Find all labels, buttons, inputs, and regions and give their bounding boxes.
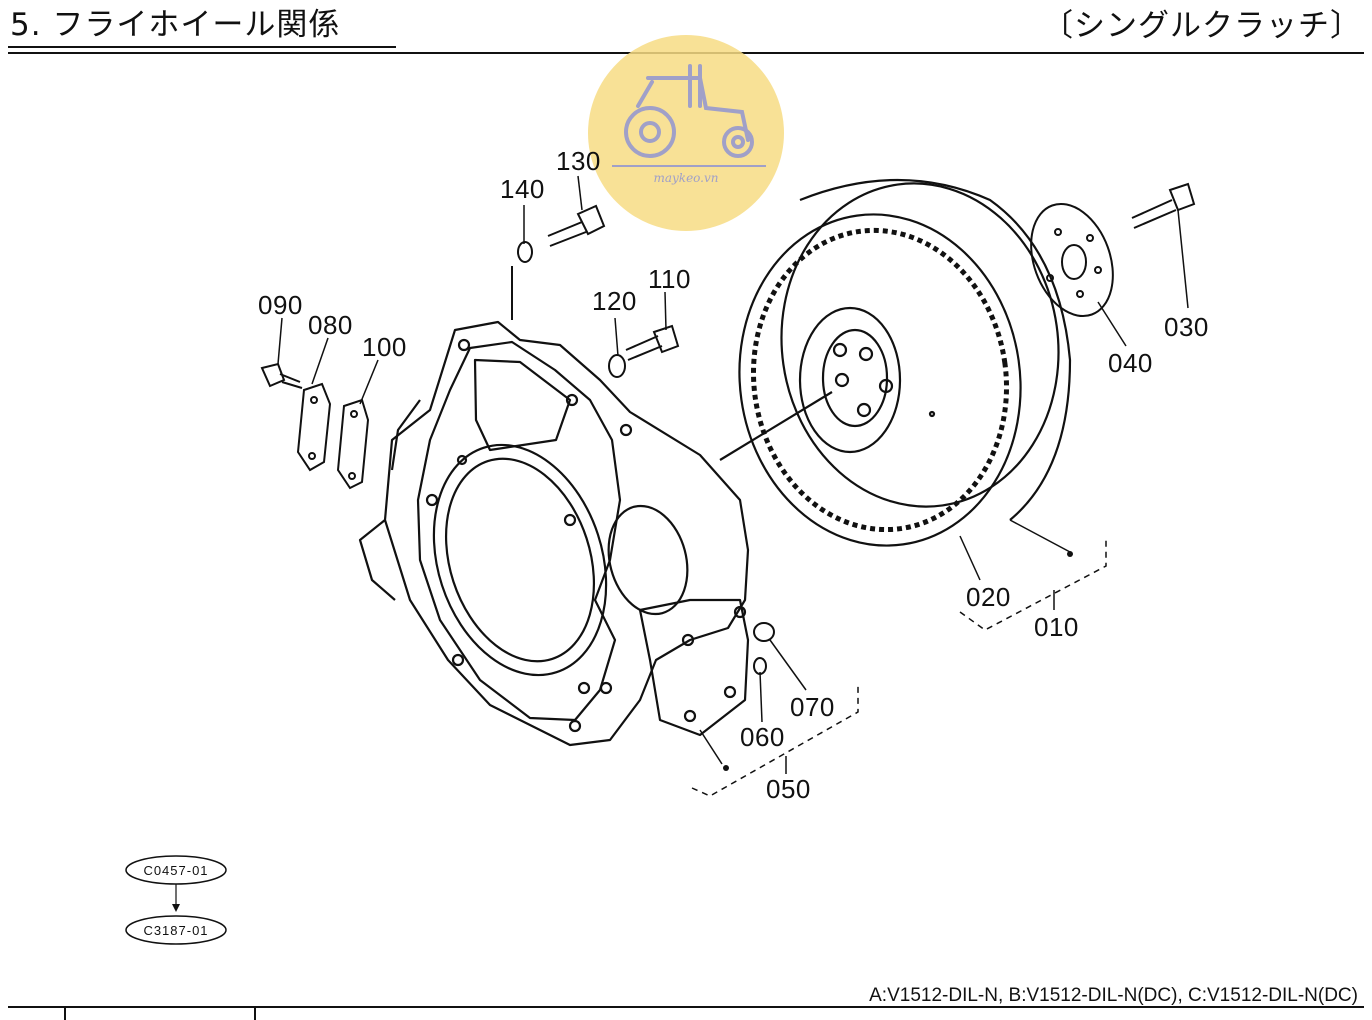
footer-rule: [8, 1006, 1364, 1008]
callout-080: 080: [308, 310, 353, 340]
callout-100: 100: [362, 332, 407, 362]
ref-code-from: C0457-01: [143, 863, 208, 878]
callout-010: 010: [1034, 612, 1079, 642]
bolt-set: [511, 204, 680, 378]
group-brackets: [691, 536, 1107, 797]
callout-020: 020: [966, 582, 1011, 612]
clutch-type-label: 〔シングルクラッチ〕: [1042, 8, 1362, 44]
footer-tick-1: [64, 1006, 66, 1020]
reference-codes: C0457-01 C3187-01: [125, 855, 227, 945]
watermark-circle: [588, 35, 784, 231]
title-underline: [8, 46, 396, 48]
callout-050: 050: [766, 774, 811, 804]
leader-lines: [277, 175, 1189, 765]
callout-140: 140: [500, 174, 545, 204]
ref-code-frame-bottom: [125, 915, 227, 945]
callout-060: 060: [740, 722, 785, 752]
group-050-dot: [723, 765, 729, 771]
tractor-icon: [624, 64, 754, 158]
callout-120: 120: [592, 286, 637, 316]
watermark-text: maykeo.vn: [653, 171, 718, 185]
group-010-dot: [1067, 551, 1073, 557]
pins: [753, 622, 775, 675]
page-title: 5. フライホイール関係: [10, 7, 341, 43]
footer-tick-2: [254, 1006, 256, 1020]
callout-130: 130: [556, 146, 601, 176]
model-applicability: A:V1512-DIL-N, B:V1512-DIL-N(DC), C:V151…: [869, 985, 1358, 1006]
callout-110: 110: [648, 264, 691, 294]
watermark-logo: maykeo.vn: [588, 35, 784, 231]
callout-090: 090: [258, 290, 303, 320]
ref-code-arrowhead: [172, 904, 180, 912]
cover-plate-assembly: [260, 362, 370, 490]
callout-070: 070: [790, 692, 835, 722]
flywheel-housing: [358, 320, 750, 747]
callout-040: 040: [1108, 348, 1153, 378]
flywheel-assembly: [719, 178, 1072, 547]
plate-and-bolt: [1030, 182, 1196, 318]
callout-030: 030: [1164, 312, 1209, 342]
ref-code-to: C3187-01: [143, 923, 208, 938]
